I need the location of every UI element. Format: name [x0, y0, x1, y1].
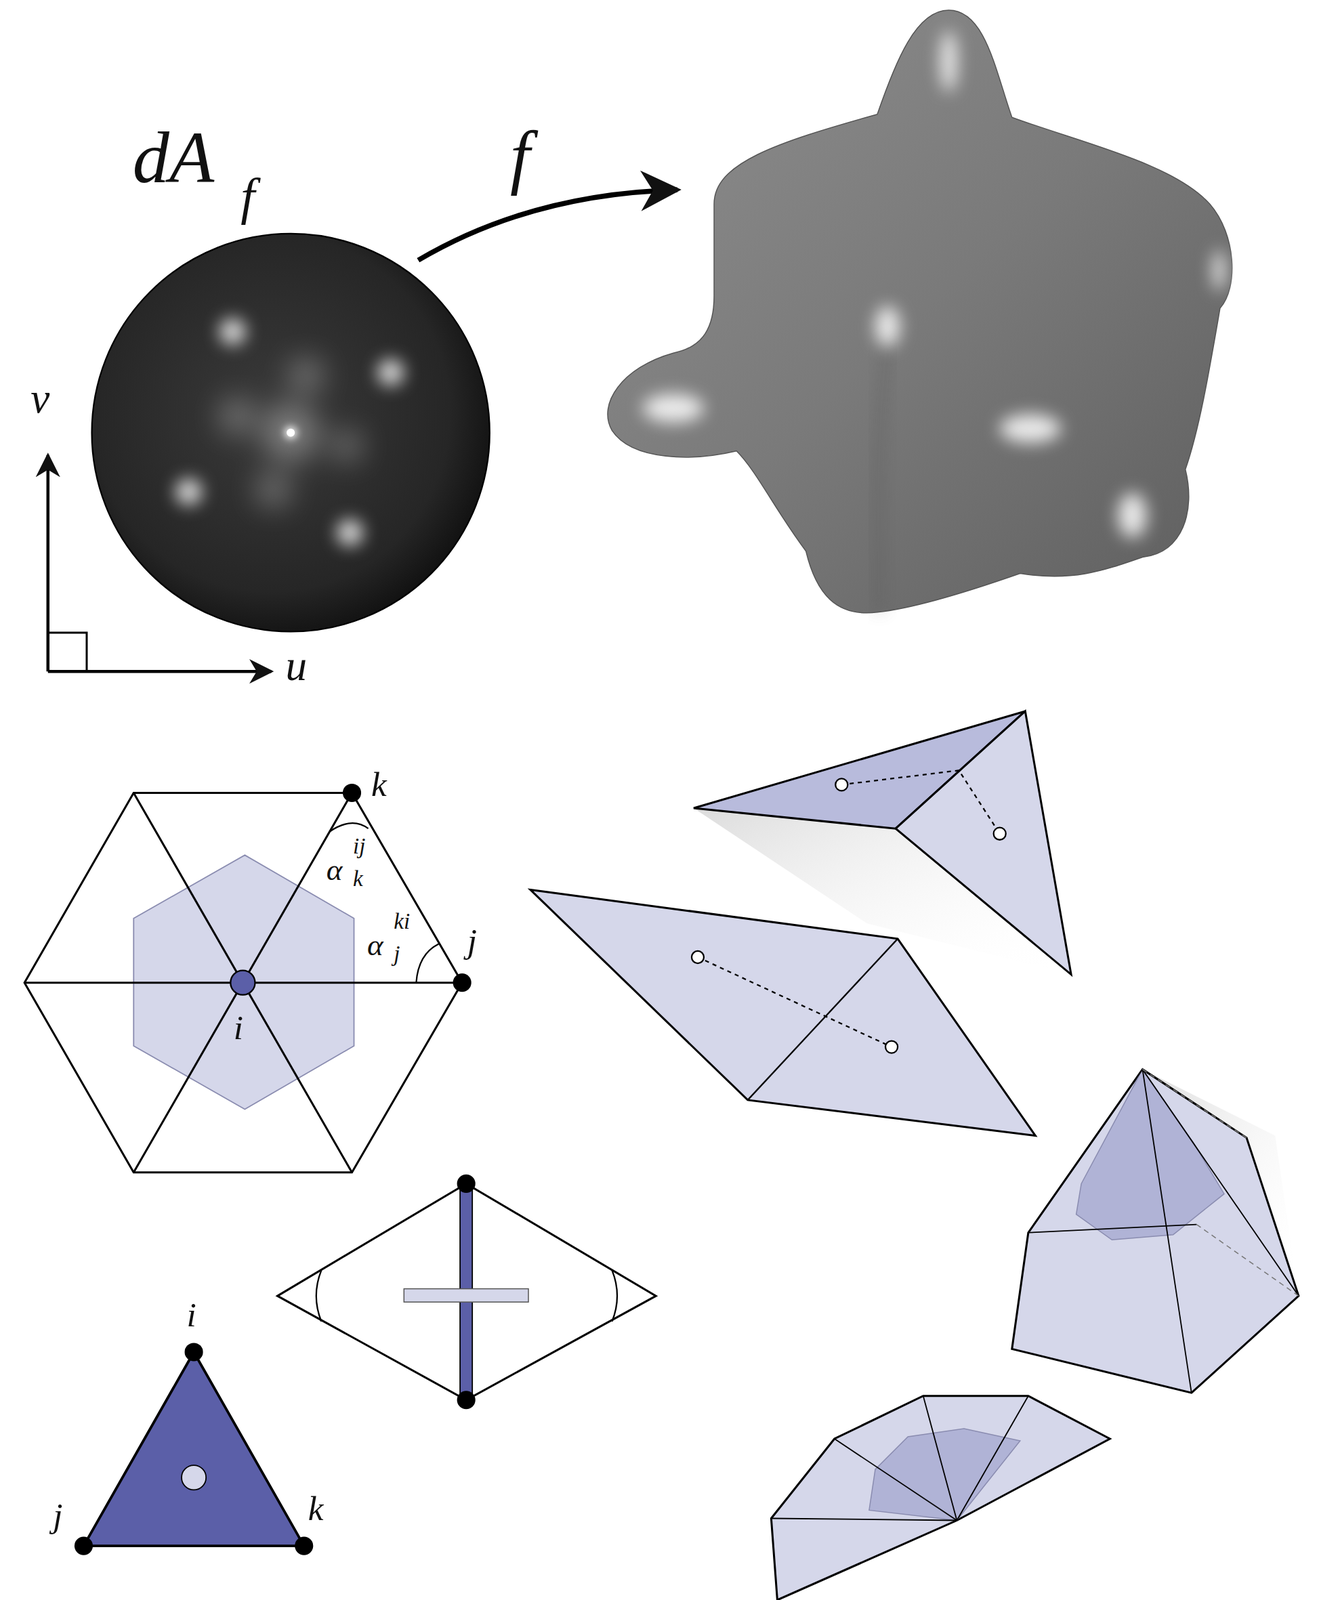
math-label: i: [186, 1297, 197, 1332]
flat-pair: [530, 890, 1036, 1137]
math-label: j: [393, 942, 400, 965]
boundary-fan: [770, 1396, 1110, 1600]
vertex-star: [24, 783, 472, 1173]
pyramid-cell: [1012, 1069, 1299, 1394]
math-label: k: [308, 1491, 324, 1526]
map-arrow: [417, 189, 677, 261]
math-label: dA: [132, 120, 215, 194]
math-label: ij: [352, 834, 366, 857]
math-label: f: [510, 120, 530, 192]
math-label: i: [233, 1010, 244, 1045]
math-label: v: [30, 377, 50, 421]
math-label: α: [326, 854, 343, 886]
face-triangle: [74, 1342, 313, 1555]
sphere-density: [92, 233, 490, 632]
math-label: k: [371, 766, 387, 802]
math-label: α: [367, 930, 384, 961]
math-label: f: [240, 171, 255, 223]
math-label: j: [52, 1497, 63, 1533]
uv-axes: [48, 455, 272, 672]
math-label: j: [467, 923, 477, 958]
math-label: u: [285, 644, 308, 688]
math-label: ki: [393, 909, 410, 933]
edge-diamond: [277, 1174, 657, 1410]
math-label: k: [352, 867, 364, 890]
blobby-surface: [607, 10, 1233, 614]
